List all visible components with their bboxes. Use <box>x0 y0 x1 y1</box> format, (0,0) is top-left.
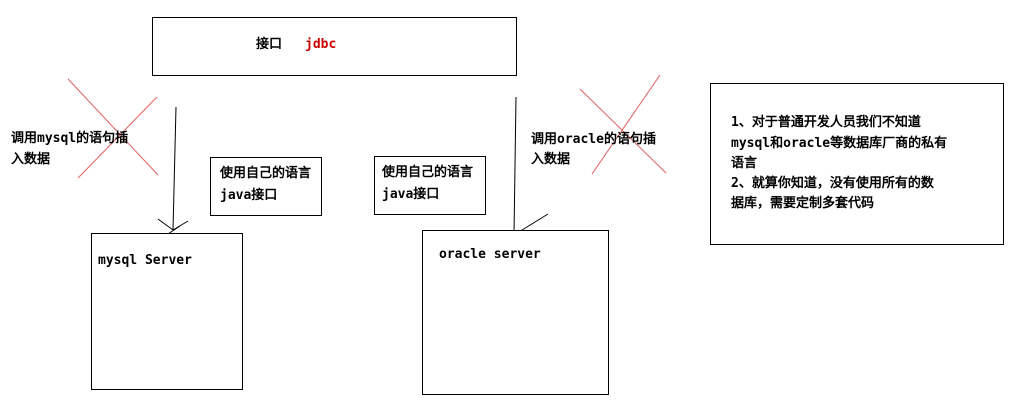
oracle-own-language-line2: java接口 <box>382 187 440 202</box>
interface-label: 接口 <box>256 37 283 52</box>
mysql-own-language-line1: 使用自己的语言 <box>220 166 312 181</box>
oracle-arrow-line <box>513 96 517 236</box>
mysql-own-language-line2: java接口 <box>220 188 278 203</box>
note-line5: 据库，需要定制多套代码 <box>731 196 875 211</box>
note-line4: 2、就算你知道，没有使用所有的数 <box>731 176 934 191</box>
mysql-cross-b <box>77 96 158 179</box>
oracle-own-language-box: 使用自己的语言 java接口 <box>374 156 486 215</box>
mysql-server-label: mysql Server <box>98 253 192 268</box>
oracle-call-label-line2: 入数据 <box>531 152 571 167</box>
oracle-own-language-line1: 使用自己的语言 <box>382 165 474 180</box>
mysql-own-language-box: 使用自己的语言 java接口 <box>210 157 322 216</box>
oracle-server-box: oracle server <box>422 230 609 395</box>
mysql-server-box: mysql Server <box>91 233 243 390</box>
mysql-cross-a <box>67 78 159 176</box>
note-line1: 1、对于普通开发人员我们不知道 <box>731 115 921 130</box>
note-box: 1、对于普通开发人员我们不知道 mysql和oracle等数据库厂商的私有 语言… <box>710 83 1004 245</box>
note-line3: 语言 <box>731 156 758 171</box>
mysql-arrow-line <box>172 106 177 231</box>
interface-name-jdbc: jdbc <box>305 37 337 52</box>
oracle-call-label-line1: 调用oracle的语句插 <box>531 132 656 147</box>
mysql-call-label-line1: 调用mysql的语句插 <box>11 131 129 146</box>
oracle-cross-b <box>591 74 661 175</box>
mysql-call-label-line2: 入数据 <box>11 152 51 167</box>
mysql-arrow-head-left <box>157 218 174 231</box>
interface-box: 接口 jdbc <box>152 17 517 76</box>
oracle-server-label: oracle server <box>439 247 541 262</box>
oracle-cross-a <box>579 88 667 174</box>
note-line2: mysql和oracle等数据库厂商的私有 <box>731 136 948 151</box>
